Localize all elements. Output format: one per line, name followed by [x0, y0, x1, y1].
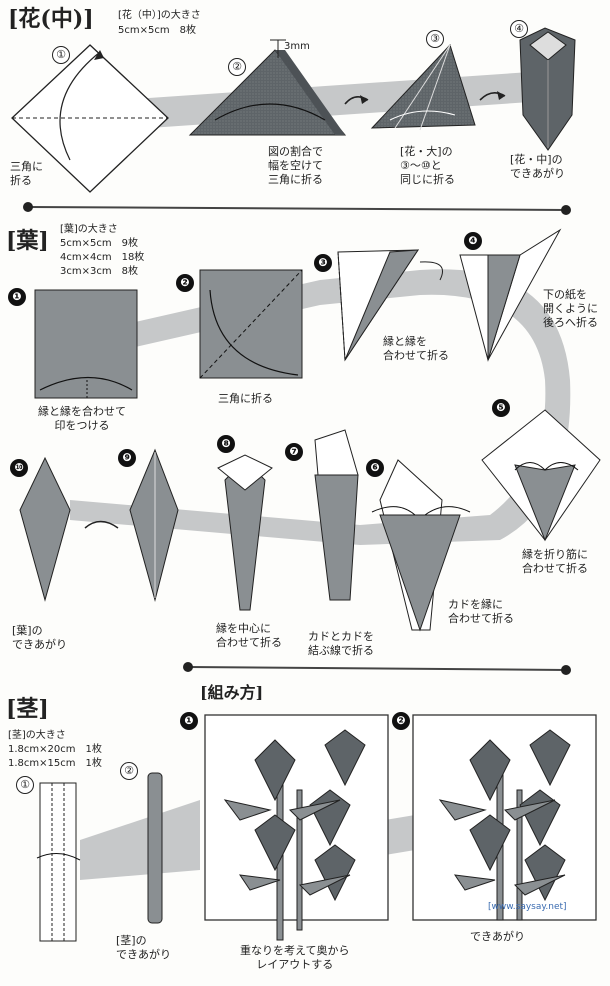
leaf-step3-note: 縁と縁を 合わせて折る — [383, 335, 449, 362]
flower-step-1-number: ① — [52, 46, 70, 64]
leaf-step10-diagram — [19, 456, 71, 602]
leaf-step8-diagram — [217, 454, 273, 611]
leaf-step2-note: 三角に折る — [218, 392, 273, 405]
leaf-size-1: 5cm×5cm 9枚 — [60, 238, 138, 249]
watermark-site: [www.saysay.net] — [488, 902, 567, 912]
leaf-step8-note: 縁を中心に 合わせて折る — [216, 622, 282, 649]
leaf-step-7-number: ❼ — [285, 443, 303, 461]
flower-step-2-number: ② — [228, 58, 246, 76]
flower-step1-note: 三角に 折る — [10, 160, 43, 187]
flower-step1-diagram — [11, 44, 169, 193]
stem-section-title: [茎] — [6, 696, 49, 722]
leaf-step-6-number: ❻ — [366, 459, 384, 477]
leaf-step-9-number: ❾ — [118, 449, 136, 467]
assembly-step-1-number: ❶ — [180, 712, 198, 730]
assembly-step1-note: 重なりを考えて奥から レイアウトする — [240, 944, 350, 971]
flower-step4-note: [花・中]の できあがり — [510, 153, 565, 180]
leaf-step10-note: [葉]の できあがり — [12, 624, 67, 651]
leaf-turnover-arrow — [84, 520, 119, 529]
flower-step2-measure: 3mm — [284, 41, 310, 52]
assembly-1-plant — [223, 729, 366, 941]
stem-done-note: [茎]の できあがり — [116, 934, 171, 961]
flower-step3-note: [花・大]の ③〜⑩と 同じに折る — [400, 145, 455, 186]
leaf-step6-diagram — [371, 459, 471, 632]
stem-step2-diagram — [147, 772, 163, 924]
flower-step-3-number: ③ — [426, 30, 444, 48]
flow-band-stem — [80, 800, 200, 880]
flower-step4-diagram — [519, 27, 576, 151]
flower-section-title: [花(中)] — [8, 6, 94, 32]
assembly-step2-note: できあがり — [470, 930, 525, 943]
stem-size-1: 1.8cm×20cm 1枚 — [8, 744, 102, 755]
flower-step-4-number: ④ — [510, 20, 528, 38]
flow-band-flower — [120, 70, 560, 130]
leaf-step-5-number: ❺ — [492, 399, 510, 417]
leaf-step5-note: 縁を折り筋に 合わせて折る — [522, 548, 588, 575]
leaf-step-3-number: ❸ — [314, 254, 332, 272]
leaf-step6-note: カドを縁に 合わせて折る — [448, 598, 514, 625]
leaf-size-3: 3cm×3cm 8枚 — [60, 266, 138, 277]
assembly-section-title: [組み方] — [200, 683, 264, 702]
stem-step-2-number: ② — [120, 762, 138, 780]
leaf-step4-note: 下の紙を 開くように 後ろへ折る — [543, 288, 598, 329]
flow-band-assembly — [385, 815, 415, 855]
leaf-step4-diagram — [459, 228, 562, 362]
leaf-step-1-number: ❶ — [8, 288, 26, 306]
leaf-step5-diagram — [481, 409, 601, 542]
leaf-step-4-number: ❹ — [464, 232, 482, 250]
stem-size-2: 1.8cm×15cm 1枚 — [8, 758, 102, 769]
leaf-size-2: 4cm×4cm 18枚 — [60, 252, 145, 263]
leaf-section-title: [葉] — [6, 228, 49, 254]
leaf-step1-diagram — [34, 289, 138, 400]
leaf-step-2-number: ❷ — [176, 274, 194, 292]
divider-2 — [187, 666, 567, 671]
stem-step-1-number: ① — [16, 776, 34, 794]
leaf-step7-diagram — [314, 429, 359, 601]
assembly-2-plant — [438, 729, 571, 921]
leaf-step7-note: カドとカドを 結ぶ線で折る — [308, 630, 374, 657]
flower-size-label: [花（中）]の大きさ — [118, 10, 201, 21]
flower-step2-note: 図の割合で 幅を空けて 三角に折る — [268, 145, 323, 186]
flower-size-value: 5cm×5cm 8枚 — [118, 25, 196, 36]
leaf-step-8-number: ❽ — [217, 435, 235, 453]
leaf-step9-diagram — [129, 448, 179, 602]
leaf-step-10-number: ❿ — [10, 459, 28, 477]
assembly-step-2-number: ❷ — [392, 712, 410, 730]
leaf-step3-diagram — [337, 249, 443, 362]
leaf-step1-note: 縁と縁を合わせて 印をつける — [38, 405, 126, 432]
flower-step2-diagram — [188, 39, 347, 136]
leaf-size-label: [葉]の大きさ — [60, 224, 118, 235]
stem-step1-diagram — [36, 782, 81, 942]
leaf-step2-diagram — [199, 269, 303, 379]
divider-1 — [27, 206, 567, 211]
stem-size-label: [茎]の大きさ — [8, 730, 66, 741]
flower-step3-diagram — [370, 44, 476, 131]
